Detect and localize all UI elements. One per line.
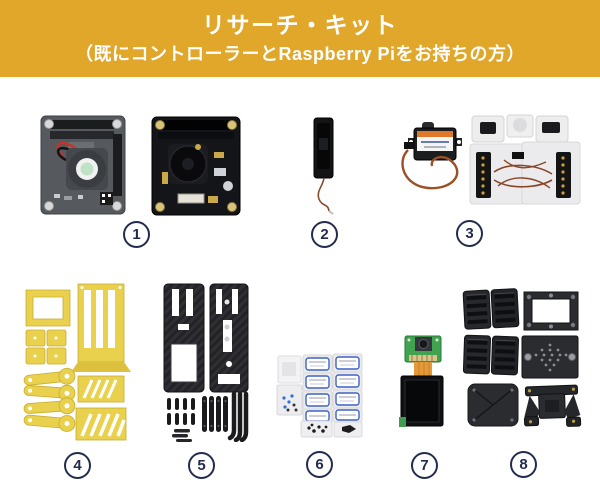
display-screen — [399, 375, 444, 427]
cable-bags — [469, 114, 581, 205]
item-number-badge-6: 6 — [306, 451, 333, 478]
cooling-fan-black — [168, 144, 208, 184]
fan-black-wire — [57, 146, 71, 162]
item-number-badge-1: 1 — [123, 221, 150, 248]
item-number-1: 1 — [132, 226, 141, 243]
item-number-5: 5 — [197, 457, 206, 474]
controller-board-black — [151, 116, 241, 216]
header-banner: リサーチ・キット （既にコントローラーとRaspberry Piをお持ちの方） — [0, 0, 600, 77]
yellow-leg-arms — [23, 367, 76, 432]
carbon-frame-parts-photo — [163, 283, 249, 442]
item-number-8: 8 — [519, 456, 528, 473]
perforated-plate — [521, 335, 579, 379]
yellow-square-frame — [25, 289, 71, 327]
carbon-plate-left — [163, 283, 205, 393]
black-parts-bags — [300, 420, 363, 438]
long-rods — [227, 391, 249, 442]
page-title: リサーチ・キット — [202, 12, 398, 39]
item-number-badge-8: 8 — [510, 451, 537, 478]
cover-box — [467, 383, 519, 427]
item-number-badge-5: 5 — [188, 452, 215, 479]
servo-and-cable-bags-photo — [401, 114, 581, 205]
item-number-badge-7: 7 — [411, 452, 438, 479]
cooling-fan-white — [66, 148, 108, 190]
connector-strip-left — [476, 152, 491, 198]
screw-bags-photo — [276, 353, 363, 438]
page-subtitle: （既にコントローラーとRaspberry Piをお持ちの方） — [74, 44, 526, 65]
link-bars — [202, 396, 228, 432]
carbon-plate-right — [209, 283, 249, 393]
antenna-stick-photo — [313, 117, 334, 215]
ribbed-blocks — [462, 288, 520, 376]
yellow-small-plates — [25, 329, 67, 365]
yellow-slotted-bracket — [71, 283, 131, 372]
frame-part — [523, 291, 579, 331]
item-number-3: 3 — [465, 225, 474, 242]
qr-code — [100, 192, 113, 205]
yellow-frame-parts-photo — [23, 283, 131, 441]
item-number-badge-3: 3 — [456, 220, 483, 247]
item-number-2: 2 — [320, 226, 329, 243]
wire-tip — [328, 210, 334, 215]
white-connector — [177, 193, 205, 204]
camera-pcb — [404, 335, 442, 363]
micro-servo — [408, 122, 462, 161]
item-number-7: 7 — [420, 457, 429, 474]
connector-strip-right — [556, 152, 571, 198]
mount-bracket — [523, 384, 582, 427]
item-number-badge-4: 4 — [64, 452, 91, 479]
item-number-badge-2: 2 — [311, 221, 338, 248]
standoffs — [167, 398, 195, 425]
labeled-screw-bags — [302, 353, 363, 424]
camera-module-photo — [399, 335, 444, 427]
white-bags-left — [276, 355, 303, 416]
item-number-6: 6 — [315, 456, 324, 473]
small-screws — [172, 429, 192, 442]
controller-fan-boards-photo — [40, 115, 241, 216]
item-number-4: 4 — [73, 457, 82, 474]
black-plastic-parts-photo — [462, 288, 582, 427]
yellow-vent-plates — [75, 375, 127, 441]
servo-connector — [404, 142, 414, 149]
servo-wire-loop — [401, 149, 459, 190]
controller-board-gray — [40, 115, 126, 215]
thin-wire — [317, 177, 330, 212]
